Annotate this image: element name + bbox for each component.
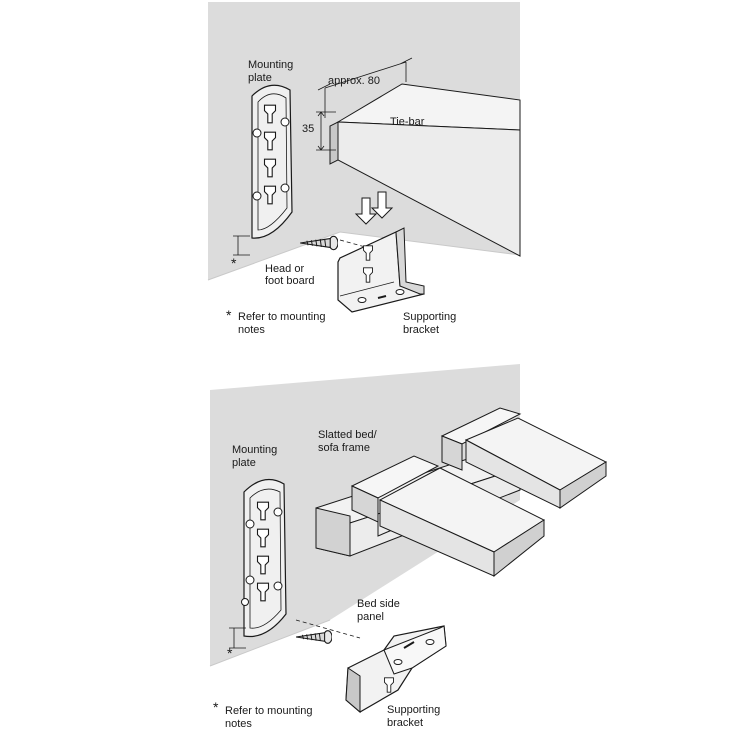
tie-bar (329, 83, 521, 257)
bottom-mounting-plate-label: Mounting plate (232, 444, 280, 469)
bottom-floor-line (209, 619, 331, 667)
top-mounting-plate (251, 84, 293, 239)
dimension-height-label: 35 (302, 123, 314, 135)
head-board-label: Head or foot board (265, 263, 315, 287)
tie-bar-label: Tie-bar (390, 116, 425, 128)
top-floor-line (207, 231, 521, 281)
bottom-supporting-bracket-label: Supporting bracket (387, 704, 443, 729)
bottom-note-star: * (213, 699, 219, 715)
bottom-note-label: Refer to mounting notes (225, 705, 316, 730)
top-note-star: * (226, 307, 232, 323)
dimension-lines (316, 57, 413, 151)
top-supporting-bracket (337, 227, 425, 313)
bottom-height-marker (229, 627, 246, 649)
bed-side-panel-label: Bed side panel (357, 598, 403, 623)
down-arrow-icon (354, 191, 394, 225)
bottom-supporting-bracket (345, 625, 447, 714)
front-slat (378, 467, 546, 578)
top-mounting-plate-label: Mounting plate (248, 59, 296, 84)
dimension-width-label: approx. 80 (328, 75, 380, 87)
top-supporting-bracket-label: Supporting bracket (403, 311, 459, 336)
top-star-marker: * (231, 255, 237, 271)
front-slat-holder (350, 455, 440, 537)
top-height-marker (233, 235, 250, 256)
top-note-label: Refer to mounting notes (238, 311, 329, 336)
frame-label: Slatted bed/ sofa frame (318, 429, 380, 454)
bottom-mounting-plate (241, 478, 287, 638)
rear-slat-holder (440, 407, 522, 471)
top-illustration: Mounting plate approx. 80 35 Tie-bar Hea… (207, 2, 521, 336)
bottom-screw-icon (295, 630, 332, 644)
bottom-star-marker: * (227, 645, 233, 661)
bottom-illustration: Mounting plate Slatted bed/ sofa frame B… (209, 364, 608, 730)
rear-slat (464, 417, 608, 509)
